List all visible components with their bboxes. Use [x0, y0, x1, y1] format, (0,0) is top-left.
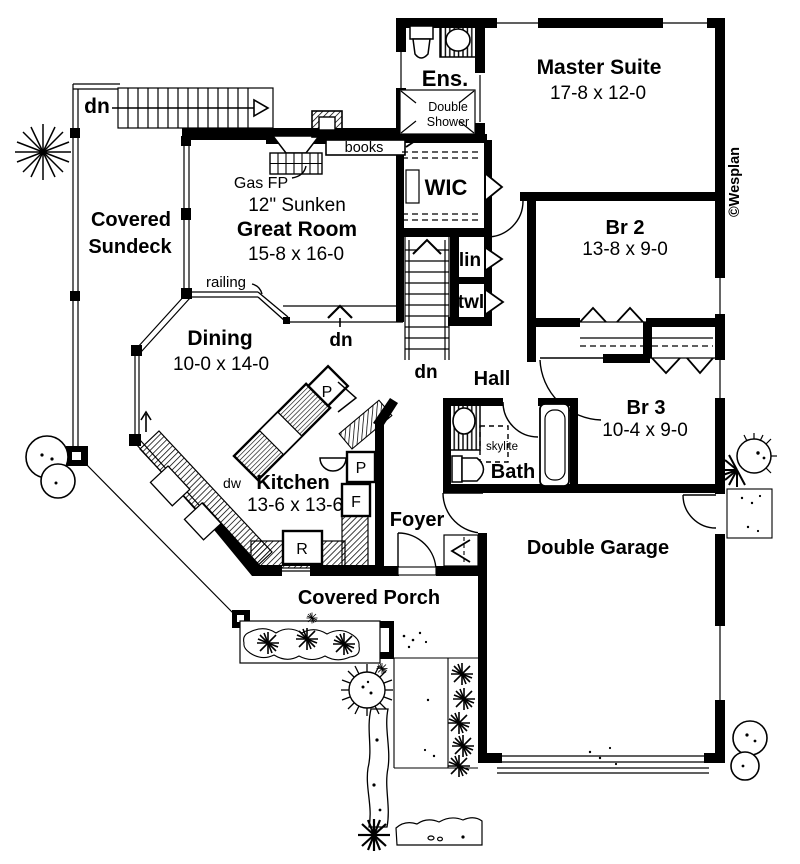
bath-label: Bath	[491, 461, 535, 483]
garage-stoop	[726, 488, 773, 539]
master-suite-dims: 17-8 x 12-0	[550, 83, 646, 104]
skylite-label: skylite	[486, 441, 518, 453]
basement-stairs	[404, 237, 450, 360]
dw-label: dw	[223, 475, 242, 491]
copyright-label: ©Wesplan	[727, 147, 743, 217]
bottom-flower-strip	[395, 817, 483, 846]
garage-label: Double Garage	[527, 537, 669, 559]
fireplace	[266, 128, 326, 179]
br3-dims: 10-4 x 9-0	[602, 420, 688, 441]
doors	[397, 130, 725, 576]
range-box	[281, 529, 324, 566]
step-dn-label: dn	[329, 330, 352, 351]
porch-label: Covered Porch	[298, 587, 440, 609]
great-room-dims: 15-8 x 16-0	[248, 244, 344, 265]
deck-posts	[66, 128, 88, 466]
stairs-dn-label: dn	[414, 362, 437, 383]
bath-fixtures	[447, 403, 570, 487]
br2-dims: 13-8 x 9-0	[582, 239, 668, 260]
kitchen-label: Kitchen	[256, 472, 329, 494]
great-room-sunken-label: 12" Sunken	[248, 195, 346, 216]
book-shelf	[325, 139, 406, 156]
stone-path	[366, 708, 390, 828]
railing-and-steps	[140, 283, 403, 432]
foyer-label: Foyer	[390, 509, 445, 531]
bushes-left	[25, 435, 76, 499]
ensuite-label: Ens.	[422, 66, 468, 91]
railing-label: railing	[206, 274, 246, 291]
bushes-bottom-right	[730, 720, 768, 781]
skylite-outline	[479, 425, 509, 463]
dining-dims: 10-0 x 14-0	[173, 354, 269, 375]
toilet-tank	[409, 25, 434, 40]
closet-doors	[443, 173, 715, 567]
great-room-label: Great Room	[237, 218, 357, 241]
range-label: R	[296, 541, 308, 558]
fridge-box	[340, 482, 372, 518]
twl-label: twl	[458, 292, 484, 313]
sundeck-deck	[72, 83, 234, 614]
bathtub	[539, 403, 570, 487]
ensuite-fixtures	[399, 23, 478, 135]
closet-rods	[402, 151, 713, 347]
porch	[232, 610, 394, 675]
pantry-wall-label: P	[356, 460, 367, 477]
spiky-bush-bottom	[358, 819, 390, 851]
toilet-bowl-2	[461, 457, 485, 482]
round-bush	[341, 664, 393, 716]
kitchen-fixtures	[139, 364, 393, 571]
garage-door	[497, 488, 773, 774]
pantry-island-label: P	[322, 384, 333, 401]
kitchen-island	[232, 364, 350, 482]
br3-label: Br 3	[627, 397, 666, 419]
tree-top-left	[15, 124, 71, 180]
toilet-tank-2	[451, 455, 463, 483]
double-shower-label-1: Double	[428, 100, 468, 114]
kitchen-dims: 13-6 x 13-6	[247, 495, 343, 516]
chimney	[311, 110, 343, 138]
fridge-label: F	[351, 494, 361, 511]
bath-sink	[452, 407, 476, 435]
dining-label: Dining	[187, 327, 252, 350]
books-label: books	[345, 140, 384, 156]
double-shower-label-2: Shower	[427, 115, 469, 129]
sundeck-label-1: Covered	[91, 209, 171, 231]
pantry-box	[345, 450, 377, 484]
deck-stairs-dn-label: dn	[84, 95, 110, 118]
sink-basin	[445, 28, 471, 52]
deck-stairs	[112, 87, 274, 129]
lin-label: lin	[459, 250, 481, 271]
ground-dots	[402, 471, 762, 766]
bush-right	[719, 433, 777, 487]
master-suite-label: Master Suite	[537, 56, 662, 79]
hall-label: Hall	[474, 368, 511, 390]
wic-label: WIC	[425, 175, 468, 200]
gas-fp-label: Gas FP	[234, 175, 288, 192]
windows	[134, 18, 725, 700]
kitchen-sink	[319, 457, 347, 472]
double-shower-stall	[399, 89, 476, 135]
flower-bed	[447, 662, 476, 778]
br2-label: Br 2	[606, 217, 645, 239]
sundeck-label-2: Sundeck	[88, 236, 172, 258]
toilet-bowl	[412, 38, 431, 59]
window-posts	[129, 136, 192, 446]
